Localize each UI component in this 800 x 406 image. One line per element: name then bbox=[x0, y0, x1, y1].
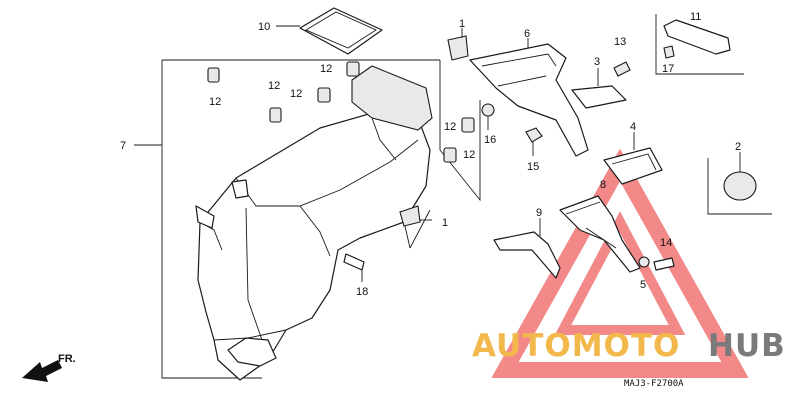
callout-5: 5 bbox=[640, 279, 646, 291]
callout-13: 13 bbox=[614, 36, 626, 48]
group-bracket-1 bbox=[403, 60, 481, 249]
callout-18: 18 bbox=[356, 286, 368, 298]
callout-12: 12 bbox=[463, 149, 475, 161]
nut-15 bbox=[525, 127, 543, 143]
clip-1-a bbox=[447, 28, 469, 61]
callout-12: 12 bbox=[290, 88, 302, 100]
callout-2: 2 bbox=[735, 141, 741, 153]
callout-15: 15 bbox=[527, 161, 539, 173]
part-8-bracket bbox=[559, 195, 641, 273]
part-2-reflector bbox=[723, 171, 757, 201]
callout-3: 3 bbox=[594, 56, 600, 68]
part-14-bolt bbox=[653, 257, 675, 271]
clip-12-f bbox=[443, 147, 457, 163]
callout-1: 1 bbox=[442, 217, 448, 229]
part-9-bracket bbox=[493, 231, 561, 279]
clip-1-b bbox=[399, 205, 432, 227]
part-13-screw bbox=[613, 61, 631, 77]
callout-7: 7 bbox=[120, 140, 126, 152]
rear-fender bbox=[195, 65, 433, 381]
part-5-nut bbox=[638, 256, 650, 268]
callout-12: 12 bbox=[444, 121, 456, 133]
direction-label: FR. bbox=[58, 353, 76, 365]
callout-14: 14 bbox=[660, 237, 672, 249]
group-bracket-7 bbox=[161, 59, 440, 379]
arrow-left-icon bbox=[22, 360, 62, 382]
watermark-brand-part1: AUTOMOTO bbox=[472, 328, 680, 364]
part-6-bracket bbox=[469, 38, 589, 157]
callout-1: 1 bbox=[459, 18, 465, 30]
clip-12-d bbox=[317, 87, 331, 103]
part-10-plate bbox=[276, 7, 383, 55]
callout-12: 12 bbox=[320, 63, 332, 75]
callout-6: 6 bbox=[524, 28, 530, 40]
callout-9: 9 bbox=[536, 207, 542, 219]
clip-12-b bbox=[269, 107, 282, 123]
part-18-bolt bbox=[343, 253, 365, 271]
watermark-text: AUTOMOTO HUB bbox=[472, 328, 786, 364]
nut-16 bbox=[481, 103, 495, 117]
clip-12-a bbox=[207, 67, 220, 83]
group-bracket-11 bbox=[655, 14, 744, 75]
watermark-triangle bbox=[491, 148, 749, 378]
callout-4: 4 bbox=[630, 121, 636, 133]
part-17-nut bbox=[663, 45, 675, 59]
callout-12: 12 bbox=[209, 96, 221, 108]
clip-12-c bbox=[346, 61, 360, 77]
watermark-logo bbox=[491, 148, 749, 378]
part-4-reflector bbox=[603, 147, 663, 185]
callout-12: 12 bbox=[268, 80, 280, 92]
watermark-triangle-inner bbox=[554, 211, 686, 335]
group-bracket-2 bbox=[707, 158, 772, 215]
callout-10: 10 bbox=[258, 21, 270, 33]
callout-11: 11 bbox=[690, 11, 701, 23]
part-11-rail bbox=[663, 19, 731, 55]
diagram-ref-code: MAJ3-F2700A bbox=[624, 379, 684, 389]
callout-labels: 1 1 2 3 4 5 6 7 8 9 10 11 12 12 12 12 12… bbox=[120, 11, 741, 298]
callout-16: 16 bbox=[484, 134, 496, 146]
callout-17: 17 bbox=[662, 63, 674, 75]
front-direction-indicator: FR. bbox=[22, 353, 76, 382]
callout-8: 8 bbox=[600, 179, 606, 191]
watermark-brand-part2: HUB bbox=[708, 328, 786, 364]
clip-12-e bbox=[461, 117, 475, 133]
part-3-reflector bbox=[571, 85, 627, 109]
